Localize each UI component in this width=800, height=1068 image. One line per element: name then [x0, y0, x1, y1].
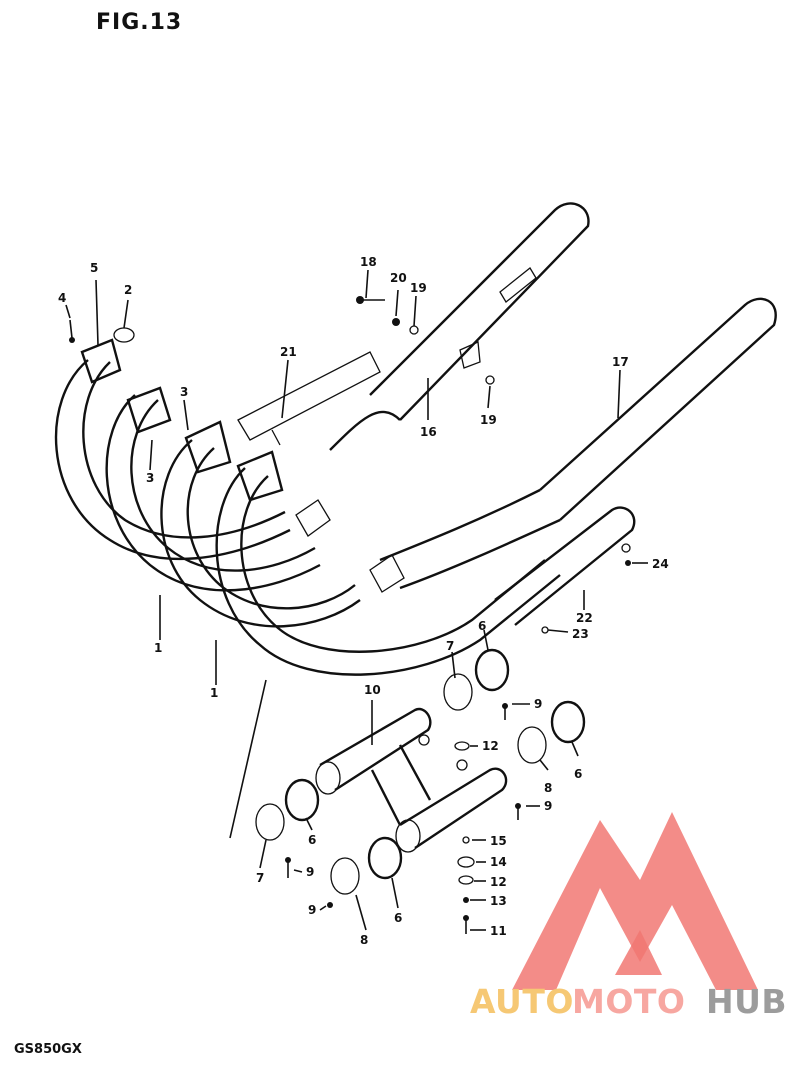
callout: 8 — [544, 781, 552, 795]
callout: 9 — [534, 697, 542, 711]
muffler-17 — [369, 297, 777, 593]
callout: 23 — [572, 627, 589, 641]
callout: 22 — [576, 611, 593, 625]
watermark-hub: HUB — [706, 982, 787, 1021]
exhaust-chamber-10 — [315, 707, 508, 853]
watermark-auto: AUTO — [470, 982, 574, 1021]
callout: 8 — [360, 933, 368, 947]
callout: 1 — [210, 686, 218, 700]
callout: 14 — [490, 855, 507, 869]
watermark-moto: MOTO — [572, 982, 685, 1021]
callout: 5 — [90, 261, 98, 275]
header-pipes — [54, 359, 561, 676]
model-code: GS850GX — [14, 1042, 82, 1057]
heat-shield-21 — [237, 351, 381, 446]
callout: 6 — [308, 833, 316, 847]
callout: 3 — [180, 385, 188, 399]
callout: 12 — [482, 739, 499, 753]
muffler-16 — [295, 202, 590, 537]
figure-title: FIG.13 — [96, 10, 183, 35]
callout: 1 — [154, 641, 162, 655]
callout: 7 — [446, 639, 454, 653]
callout: 2 — [124, 283, 132, 297]
callout: 4 — [58, 291, 66, 305]
callout: 13 — [490, 894, 507, 908]
watermark-logo — [512, 812, 758, 990]
callout: 15 — [490, 834, 507, 848]
watermark-text: AUTO MOTO HUB — [470, 982, 787, 1021]
callout-labels: 4 5 2 3 3 21 18 20 19 19 16 17 1 1 24 22… — [58, 255, 669, 947]
callout: 20 — [390, 271, 407, 285]
callout: 9 — [544, 799, 552, 813]
callout: 12 — [490, 875, 507, 889]
heat-shield-22 — [494, 506, 636, 626]
callout: 9 — [308, 903, 316, 917]
callout: 19 — [410, 281, 427, 295]
callout: 9 — [306, 865, 314, 879]
callout: 24 — [652, 557, 669, 571]
callout: 7 — [256, 871, 264, 885]
callout: 10 — [364, 683, 381, 697]
callout: 6 — [394, 911, 402, 925]
callout: 19 — [480, 413, 497, 427]
callout: 18 — [360, 255, 377, 269]
leader-lines — [65, 269, 648, 931]
callout: 11 — [490, 924, 507, 938]
clamps-and-sleeves — [255, 648, 586, 895]
callout: 6 — [574, 767, 582, 781]
callout: 3 — [146, 471, 154, 485]
callout: 16 — [420, 425, 437, 439]
hardware — [69, 296, 631, 934]
callout: 17 — [612, 355, 629, 369]
callout: 6 — [478, 619, 486, 633]
callout: 21 — [280, 345, 297, 359]
